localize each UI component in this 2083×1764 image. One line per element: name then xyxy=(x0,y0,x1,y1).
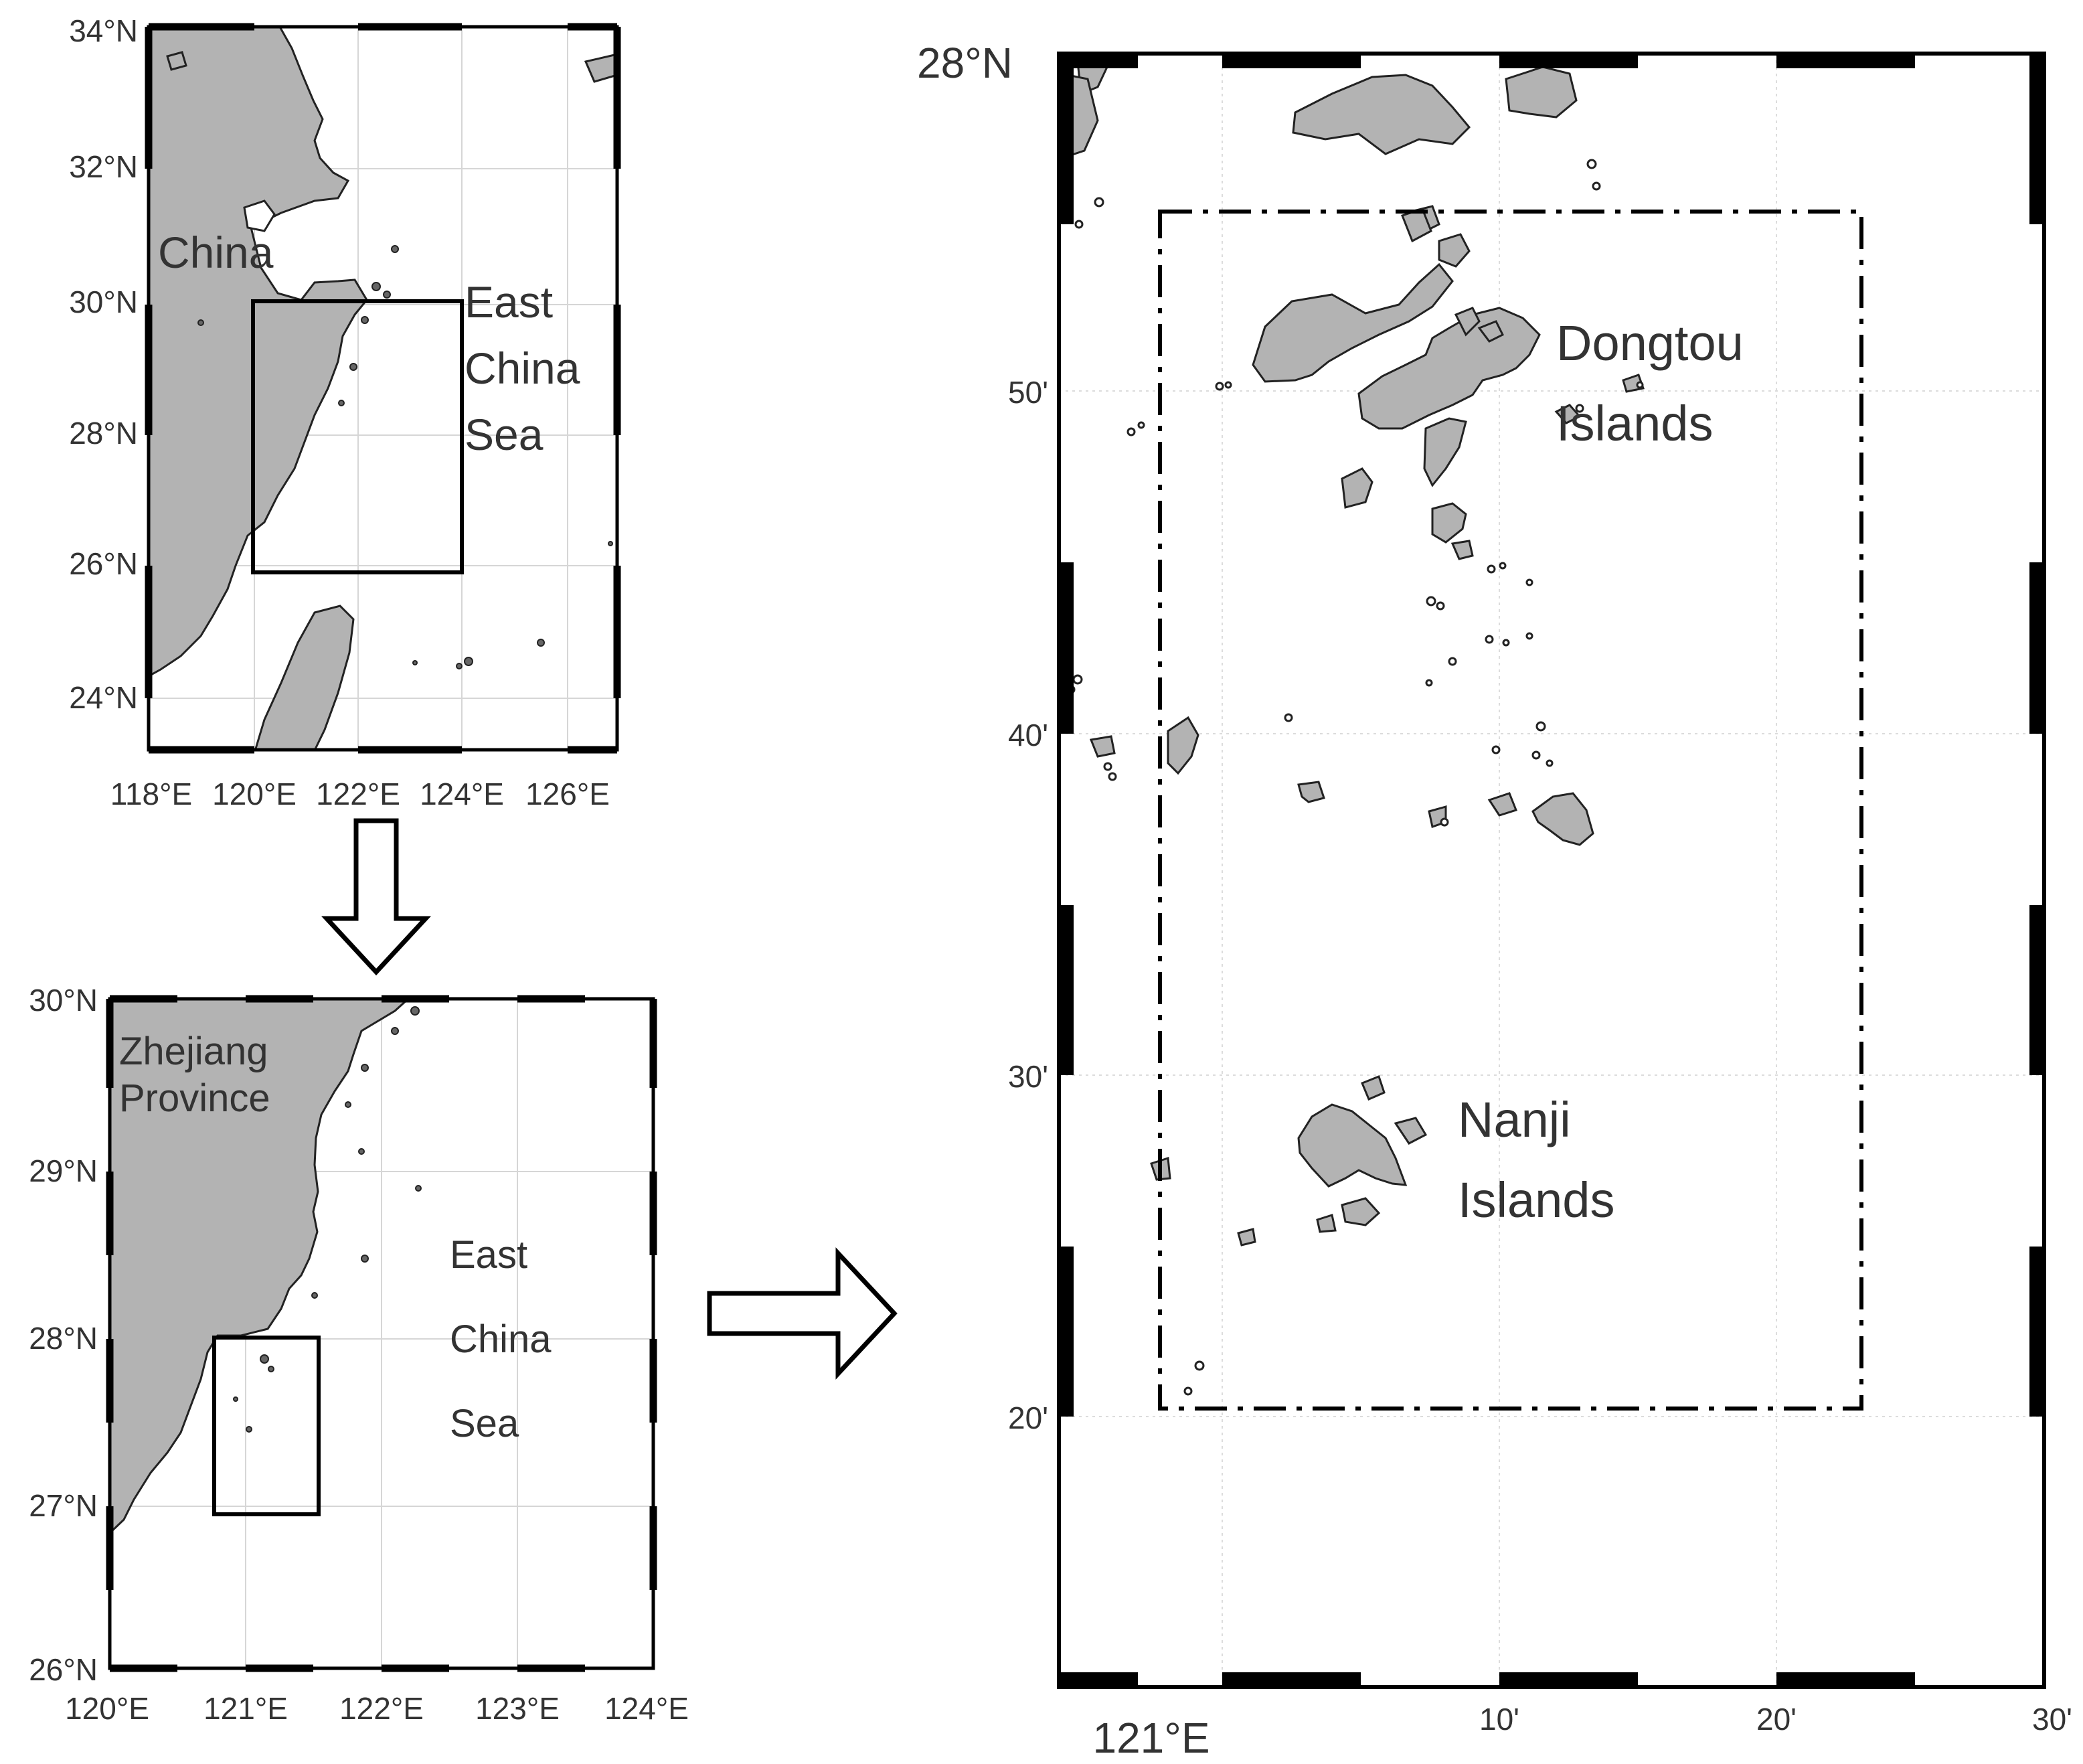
label-sea: China xyxy=(465,343,580,393)
lon-tick: 124°E xyxy=(420,777,504,811)
lon-tick: 124°E xyxy=(604,1691,689,1726)
lat-tick: 32°N xyxy=(69,149,138,184)
lat-tick: 20' xyxy=(1008,1400,1048,1435)
taiwan-island xyxy=(254,605,355,750)
label-china: China xyxy=(158,228,274,277)
lon-tick: 10' xyxy=(1479,1702,1519,1737)
graticule xyxy=(1059,54,2044,1687)
zhejiang-coast xyxy=(110,999,422,1535)
lon-tick: 123°E xyxy=(475,1691,560,1726)
lon-tick: 120°E xyxy=(65,1691,149,1726)
offshore-islands xyxy=(233,1006,422,1433)
lon-tick: 121°E xyxy=(203,1691,288,1726)
lat-tick: 27°N xyxy=(29,1488,98,1523)
lon-tick: 121°E xyxy=(1092,1714,1210,1762)
lat-tick: 34°N xyxy=(69,13,138,48)
scale-bar-border xyxy=(145,23,621,754)
lon-tick: 122°E xyxy=(339,1691,424,1726)
lon-tick: 118°E xyxy=(110,777,192,811)
scale-bar-border xyxy=(106,995,657,1672)
label-sea: East xyxy=(465,277,553,327)
label-sea: Sea xyxy=(450,1402,519,1445)
zoom-box-a xyxy=(251,299,464,574)
lon-tick: 120°E xyxy=(212,777,297,811)
lat-tick: 30°N xyxy=(29,983,98,1018)
study-area-box xyxy=(1158,210,1863,1411)
scale-bar-border xyxy=(1059,54,2044,1687)
zoom-box-b xyxy=(212,1336,321,1516)
right-arrow-icon xyxy=(707,1247,898,1380)
lat-tick: 28°N xyxy=(917,39,1013,87)
lat-tick: 24°N xyxy=(69,680,138,715)
mainland-china xyxy=(149,27,617,750)
lat-tick: 40' xyxy=(1008,718,1048,752)
regional-map: 30°N 29°N 28°N 27°N 26°N 120°E 121°E 122… xyxy=(29,983,689,1726)
lat-ticks: 28°N 50' 40' 30' 20' xyxy=(917,39,1048,1435)
lat-tick: 26°N xyxy=(29,1652,98,1687)
lat-tick: 50' xyxy=(1008,375,1048,410)
islands xyxy=(1059,60,1645,1247)
map-frame xyxy=(1057,52,2046,1689)
lat-tick: 28°N xyxy=(69,416,138,451)
label-nanji-islands: Islands xyxy=(1458,1172,1614,1228)
lat-tick: 30' xyxy=(1008,1059,1048,1094)
lat-tick: 30°N xyxy=(69,285,138,319)
study-area-map: 28°N 50' 40' 30' 20' 121°E 10' 20' 30' D… xyxy=(917,39,2072,1762)
label-nanji: Nanji xyxy=(1458,1092,1571,1147)
label-sea: East xyxy=(450,1233,527,1277)
lat-tick: 26°N xyxy=(69,546,138,581)
overview-map: 34°N 32°N 30°N 28°N 26°N 24°N 118°E 120°… xyxy=(69,13,621,811)
offshore-islands xyxy=(197,245,613,669)
down-arrow-icon xyxy=(321,818,432,976)
label-zhejiang: Zhejiang xyxy=(119,1030,268,1073)
lon-tick: 20' xyxy=(1756,1702,1797,1737)
lat-tick: 29°N xyxy=(29,1153,98,1188)
lon-tick: 30' xyxy=(2032,1702,2072,1737)
label-dongtou-islands: Islands xyxy=(1556,396,1713,451)
label-province: Province xyxy=(119,1076,270,1120)
label-sea: Sea xyxy=(465,410,544,459)
label-sea: China xyxy=(450,1317,552,1361)
label-dongtou: Dongtou xyxy=(1556,315,1744,371)
lon-tick: 126°E xyxy=(525,777,610,811)
lon-tick: 122°E xyxy=(316,777,400,811)
lat-tick: 28°N xyxy=(29,1321,98,1356)
